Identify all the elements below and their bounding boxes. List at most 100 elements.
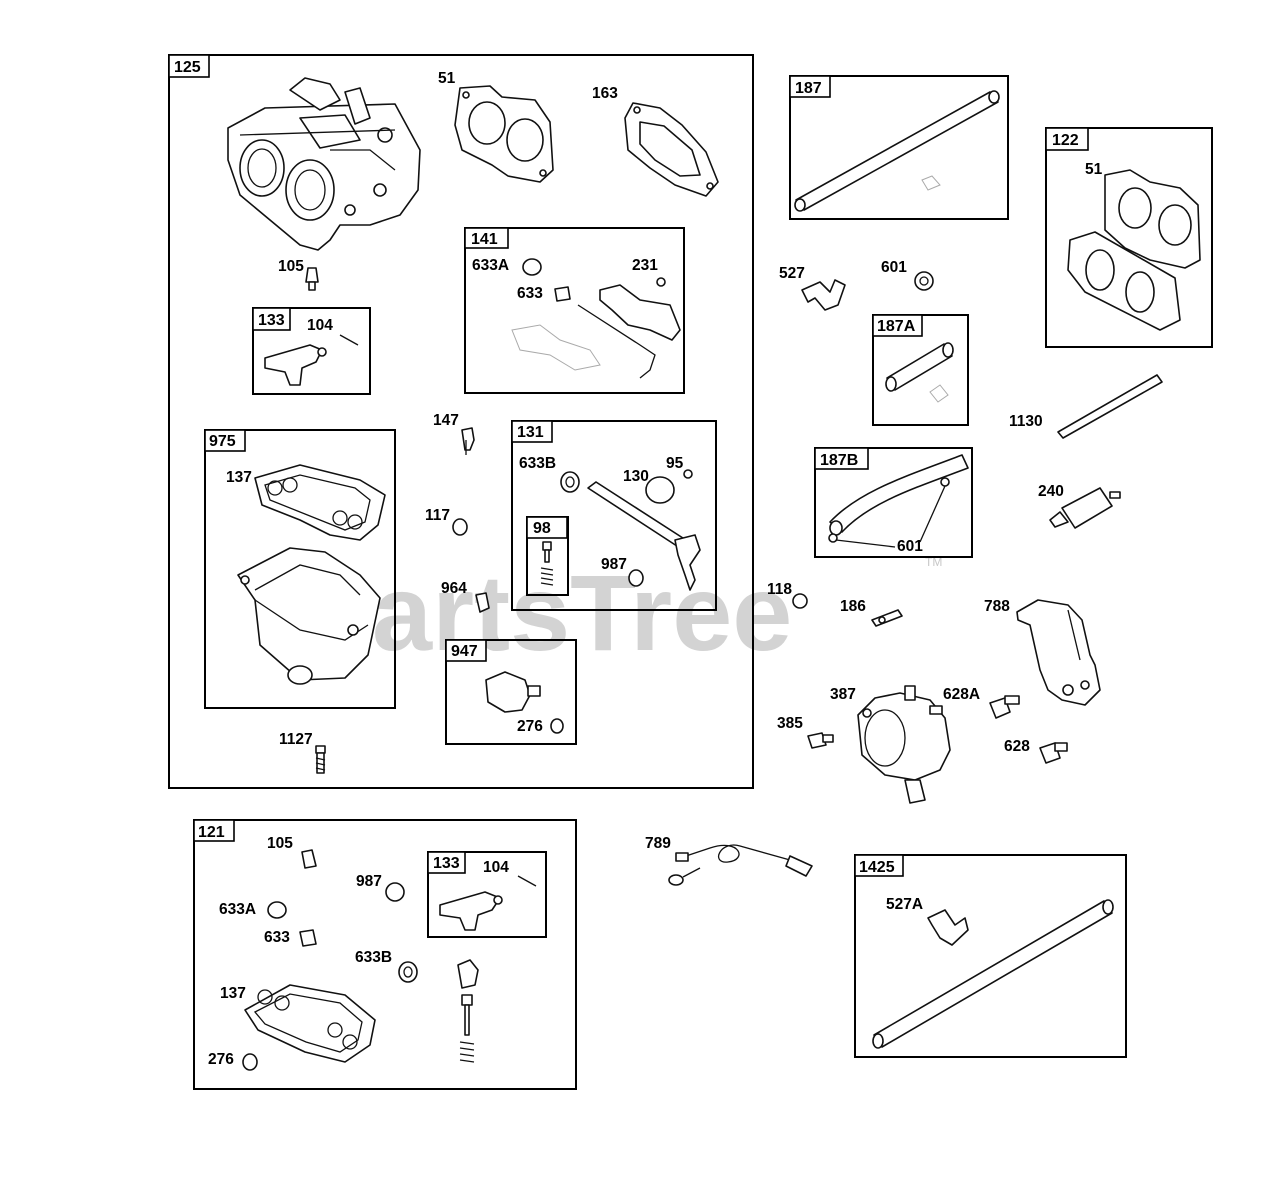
idle-screw-121[interactable] xyxy=(457,959,479,1063)
label-105-121: 105 xyxy=(267,835,293,852)
label-163: 163 xyxy=(592,85,618,102)
pin-104[interactable] xyxy=(339,334,359,346)
tube-1425[interactable] xyxy=(872,899,1114,1049)
group-187[interactable]: 187 xyxy=(789,75,1009,220)
label-240: 240 xyxy=(1038,483,1064,500)
group-125[interactable]: 125 xyxy=(168,54,754,789)
watermark-trademark: TM xyxy=(925,555,942,569)
label-186: 186 xyxy=(840,598,866,615)
spacer-122[interactable] xyxy=(1067,231,1181,331)
label-387: 387 xyxy=(830,686,856,703)
label-601: 601 xyxy=(881,259,907,276)
group-141[interactable]: 141 xyxy=(464,227,685,394)
float-133[interactable] xyxy=(264,344,327,386)
float-133-121[interactable] xyxy=(439,891,503,931)
group-131[interactable]: 131 xyxy=(511,420,717,611)
fuel-filter-240[interactable] xyxy=(1049,487,1121,529)
seal-633B[interactable] xyxy=(560,471,580,493)
clamp-527A[interactable] xyxy=(927,909,969,946)
screw-628A[interactable] xyxy=(989,695,1020,719)
screw-628[interactable] xyxy=(1039,742,1068,764)
label-601-187B: 601 xyxy=(897,538,923,555)
fitting-118[interactable] xyxy=(792,593,808,609)
needle-105-121[interactable] xyxy=(301,849,317,869)
bushing-633[interactable] xyxy=(554,286,571,302)
fuel-line-187B[interactable] xyxy=(828,454,969,548)
label-137-121: 137 xyxy=(220,985,246,1002)
label-104-121: 104 xyxy=(483,859,509,876)
gasket-137-121[interactable] xyxy=(244,984,376,1063)
label-628A: 628A xyxy=(943,686,980,703)
pin-104-121[interactable] xyxy=(517,875,537,887)
gasket-51-122[interactable] xyxy=(1104,169,1201,269)
gasket-51[interactable] xyxy=(454,85,554,183)
group-label-975: 975 xyxy=(209,433,236,450)
group-label-121: 121 xyxy=(198,824,225,841)
idle-screw-98[interactable] xyxy=(540,541,554,586)
group-122[interactable]: 122 xyxy=(1045,127,1213,348)
label-1127: 1127 xyxy=(279,731,313,748)
bushing-633A[interactable] xyxy=(522,258,542,276)
fuel-line-187A[interactable] xyxy=(885,342,954,403)
label-147: 147 xyxy=(433,412,459,429)
fuel-pump-387[interactable] xyxy=(857,685,951,804)
screw-95[interactable] xyxy=(683,469,693,479)
washer-276-121[interactable] xyxy=(242,1053,258,1071)
group-187A[interactable]: 187A xyxy=(872,314,969,426)
group-1425[interactable]: 1425 xyxy=(854,854,1127,1058)
label-527: 527 xyxy=(779,265,805,282)
throttle-plate-130[interactable] xyxy=(645,476,675,504)
label-105: 105 xyxy=(278,258,304,275)
group-label-947: 947 xyxy=(451,643,478,660)
throttle-shaft[interactable] xyxy=(587,481,701,591)
label-964: 964 xyxy=(441,580,467,597)
group-975[interactable]: 975 xyxy=(204,429,396,709)
screw-147[interactable] xyxy=(461,427,475,455)
float-bowl[interactable] xyxy=(237,547,381,685)
group-label-133-121: 133 xyxy=(433,855,460,872)
group-947[interactable]: 947 xyxy=(445,639,577,745)
clamp-601[interactable] xyxy=(914,271,934,291)
needle-105[interactable] xyxy=(305,267,319,291)
fuel-line-187[interactable] xyxy=(794,90,1000,212)
carburetor-body[interactable] xyxy=(227,77,421,251)
plug-964[interactable] xyxy=(475,592,490,613)
bushing-987[interactable] xyxy=(628,569,644,587)
group-133[interactable]: 133 xyxy=(252,307,371,395)
label-276: 276 xyxy=(517,718,543,735)
wire-lead-789[interactable] xyxy=(668,844,813,886)
bushing-987-121[interactable] xyxy=(385,882,405,902)
gasket-137[interactable] xyxy=(254,464,386,541)
group-label-122: 122 xyxy=(1052,132,1079,149)
group-133-121[interactable]: 133 xyxy=(427,851,547,938)
group-121[interactable]: 121 xyxy=(193,819,577,1090)
label-987: 987 xyxy=(601,556,627,573)
group-label-131: 131 xyxy=(517,424,544,441)
bushing-633-121[interactable] xyxy=(299,929,317,947)
screw-1127[interactable] xyxy=(315,745,326,774)
group-187B[interactable]: 187B xyxy=(814,447,973,558)
label-104: 104 xyxy=(307,317,333,334)
group-98[interactable]: 98 xyxy=(526,516,569,596)
solenoid-947[interactable] xyxy=(485,671,541,713)
label-628: 628 xyxy=(1004,738,1030,755)
bushing-633A-121[interactable] xyxy=(267,901,287,919)
label-231: 231 xyxy=(632,257,658,274)
label-385: 385 xyxy=(777,715,803,732)
plug-117[interactable] xyxy=(452,518,468,536)
clamp-527[interactable] xyxy=(801,279,846,311)
choke-plate[interactable] xyxy=(511,284,681,379)
screw-231[interactable] xyxy=(656,277,666,287)
screw-385[interactable] xyxy=(807,732,834,749)
washer-276[interactable] xyxy=(550,718,564,734)
label-1130: 1130 xyxy=(1009,413,1043,430)
label-276-121: 276 xyxy=(208,1051,234,1068)
fitting-186[interactable] xyxy=(871,609,903,627)
label-95: 95 xyxy=(666,455,684,472)
group-label-141: 141 xyxy=(471,231,498,248)
seal-633B-121[interactable] xyxy=(398,961,418,983)
bracket-788[interactable] xyxy=(1016,599,1101,706)
rod-1130[interactable] xyxy=(1057,374,1163,439)
gasket-163[interactable] xyxy=(624,102,719,197)
